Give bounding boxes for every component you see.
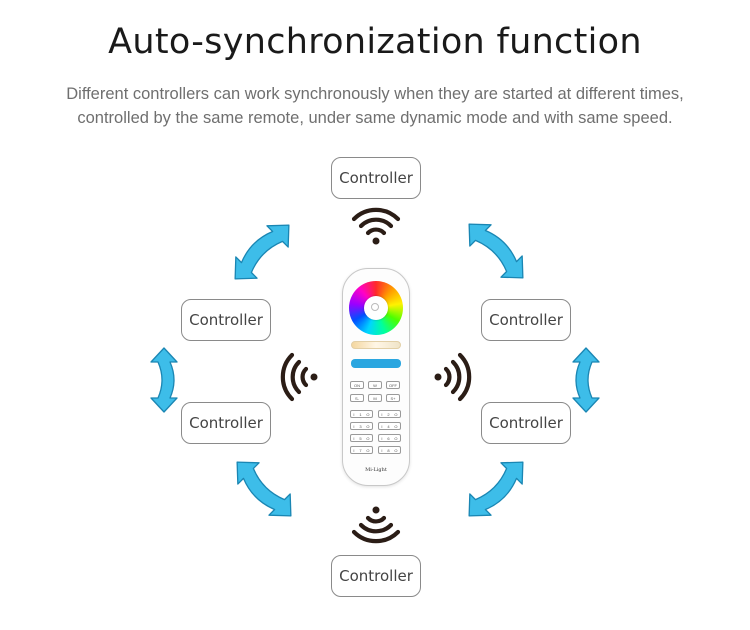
remote-brand-label: Mi-Light xyxy=(365,467,387,473)
color-wheel xyxy=(349,281,403,335)
wifi-bottom-icon xyxy=(351,506,401,544)
sync-arrow-top-right xyxy=(468,223,524,279)
subtitle-line-2: controlled by the same remote, under sam… xyxy=(77,109,673,127)
page-subtitle: Different controllers can work synchrono… xyxy=(40,82,710,130)
brightness-bar xyxy=(351,359,401,368)
sync-arrow-bottom-left xyxy=(236,461,292,517)
page-title: Auto-synchronization function xyxy=(108,22,642,62)
sync-arrow-top-left xyxy=(234,224,290,280)
controller-left-upper: Controller xyxy=(181,299,271,341)
color-temperature-bar xyxy=(351,341,401,349)
on-button: ON xyxy=(350,381,364,389)
sync-arrow-left xyxy=(150,347,178,413)
mode-button: M xyxy=(368,394,382,402)
controller-right-lower: Controller xyxy=(481,402,571,444)
controller-top: Controller xyxy=(331,157,421,199)
sync-arrow-right xyxy=(572,347,600,413)
wifi-right-icon xyxy=(434,352,472,402)
white-button: W xyxy=(368,381,382,389)
controller-right-upper: Controller xyxy=(481,299,571,341)
wheel-center-icon xyxy=(371,303,379,311)
speed-down-button: S- xyxy=(350,394,364,402)
subtitle-line-1: Different controllers can work synchrono… xyxy=(66,85,684,103)
wifi-top-icon xyxy=(351,207,401,245)
wifi-left-icon xyxy=(280,352,318,402)
sync-arrow-bottom-right xyxy=(468,461,524,517)
controller-left-lower: Controller xyxy=(181,402,271,444)
controller-bottom: Controller xyxy=(331,555,421,597)
speed-up-button: S+ xyxy=(386,394,400,402)
off-button: OFF xyxy=(386,381,400,389)
remote-button-row-1: ON W OFF xyxy=(350,381,400,389)
remote-button-row-2: S- M S+ xyxy=(350,394,400,402)
